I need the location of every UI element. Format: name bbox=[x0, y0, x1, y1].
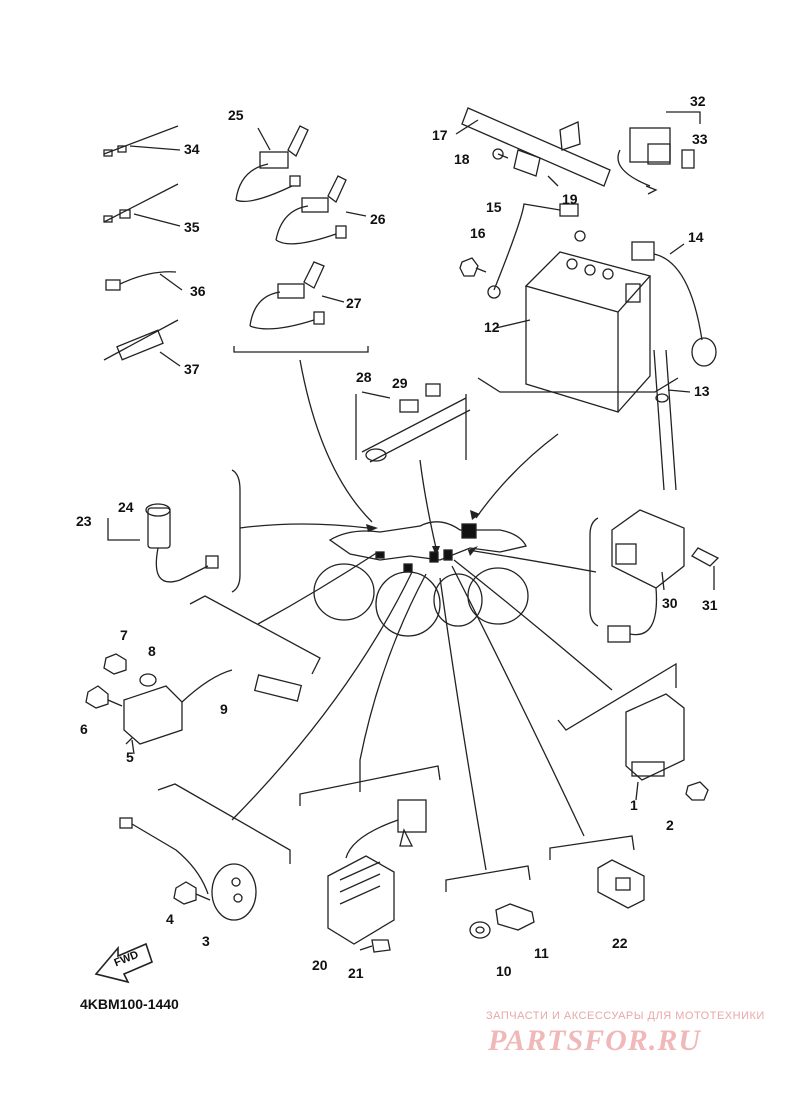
leader-sensor bbox=[439, 577, 487, 871]
callout-28: 28 bbox=[356, 369, 372, 385]
callout-11: 11 bbox=[534, 945, 549, 961]
starter-relay-32 bbox=[617, 111, 701, 195]
callout-33: 33 bbox=[692, 131, 708, 147]
bracket-relay bbox=[589, 517, 599, 627]
battery-cable-15 bbox=[487, 203, 586, 299]
sensor-11 bbox=[495, 903, 535, 931]
callout-21: 21 bbox=[348, 965, 364, 981]
rectifier-20 bbox=[327, 799, 427, 945]
callout-13: 13 bbox=[694, 383, 710, 399]
leader-relay bbox=[467, 549, 597, 573]
cdi-unit-1 bbox=[625, 693, 685, 801]
bracket-rectifier bbox=[299, 765, 441, 806]
battery-12 bbox=[495, 251, 652, 413]
atv-outline bbox=[313, 521, 529, 637]
callout-12: 12 bbox=[484, 319, 500, 335]
callout-31: 31 bbox=[702, 597, 718, 613]
leader-battery bbox=[475, 433, 559, 519]
ignition-coil-5 bbox=[123, 669, 233, 755]
bolt-31 bbox=[691, 547, 720, 590]
callout-25: 25 bbox=[228, 107, 244, 123]
bracket-sensor bbox=[445, 865, 531, 892]
washer-8 bbox=[139, 673, 157, 687]
callout-1: 1 bbox=[630, 797, 638, 813]
callout-35: 35 bbox=[184, 219, 200, 235]
fuse-box-22 bbox=[597, 859, 645, 909]
bracket-17 bbox=[455, 107, 611, 187]
callout-6: 6 bbox=[80, 721, 88, 737]
relay-30 bbox=[607, 509, 685, 643]
callout-18: 18 bbox=[454, 151, 470, 167]
callout-34: 34 bbox=[184, 141, 200, 157]
bracket-fuse bbox=[549, 835, 635, 860]
pickup-coil-3 bbox=[119, 817, 257, 921]
watermark-logo: PARTSFOR.RU bbox=[488, 1024, 701, 1057]
callout-22: 22 bbox=[612, 935, 628, 951]
callout-9: 9 bbox=[220, 701, 228, 717]
callout-16: 16 bbox=[470, 225, 486, 241]
leader-coil bbox=[257, 551, 379, 625]
main-switch-23 bbox=[107, 503, 219, 583]
plug-cap-26 bbox=[275, 175, 367, 245]
cable-tie-34 bbox=[103, 125, 181, 157]
washer-10 bbox=[469, 921, 491, 939]
fwd-arrow-icon bbox=[94, 942, 153, 984]
bracket-pickup bbox=[157, 783, 291, 864]
bracket-coil bbox=[189, 595, 321, 675]
callout-30: 30 bbox=[662, 595, 678, 611]
callout-19: 19 bbox=[562, 191, 578, 207]
leader-pickup bbox=[231, 571, 413, 821]
cable-tie-35 bbox=[103, 183, 181, 227]
leader-harness bbox=[419, 459, 437, 549]
diagram-code: 4KBM100-1440 bbox=[80, 996, 179, 1012]
leader-plugs bbox=[299, 359, 373, 523]
clip-36 bbox=[105, 271, 183, 291]
callout-24: 24 bbox=[118, 499, 134, 515]
callout-3: 3 bbox=[202, 933, 210, 949]
callout-14: 14 bbox=[688, 229, 704, 245]
bracket-main-switch bbox=[231, 469, 241, 593]
callout-7: 7 bbox=[120, 627, 128, 643]
callout-15: 15 bbox=[486, 199, 502, 215]
bracket-plugs bbox=[233, 346, 369, 353]
breather-hose-13 bbox=[653, 349, 691, 491]
callout-29: 29 bbox=[392, 375, 408, 391]
bracket-cdi bbox=[557, 662, 677, 731]
callout-37: 37 bbox=[184, 361, 200, 377]
plug-cap-9 bbox=[253, 674, 303, 702]
plug-cap-27 bbox=[249, 261, 345, 330]
callout-4: 4 bbox=[166, 911, 174, 927]
bolt-2 bbox=[685, 781, 709, 801]
cable-14 bbox=[631, 241, 717, 367]
bolt-4 bbox=[173, 881, 211, 905]
leader-cdi bbox=[453, 559, 613, 691]
wire-harness-28 bbox=[361, 383, 471, 463]
bolt-7 bbox=[103, 653, 127, 675]
bolt-21 bbox=[359, 939, 391, 953]
callout-36: 36 bbox=[190, 283, 206, 299]
band-37 bbox=[103, 319, 181, 367]
callout-32: 32 bbox=[690, 93, 706, 109]
leader-fuse bbox=[451, 565, 585, 837]
bolt-16 bbox=[459, 257, 487, 277]
leader-switch bbox=[239, 523, 369, 529]
watermark-tagline: ЗАПЧАСТИ И АКСЕССУАРЫ ДЛЯ МОТОТЕХНИКИ bbox=[486, 1010, 765, 1022]
callout-26: 26 bbox=[370, 211, 386, 227]
callout-10: 10 bbox=[496, 963, 512, 979]
callout-20: 20 bbox=[312, 957, 328, 973]
callout-5: 5 bbox=[126, 749, 134, 765]
leader-rectifier bbox=[359, 573, 427, 792]
callout-17: 17 bbox=[432, 127, 448, 143]
bolt-6 bbox=[85, 685, 123, 709]
callout-8: 8 bbox=[148, 643, 156, 659]
plug-cap-25 bbox=[235, 125, 309, 203]
callout-27: 27 bbox=[346, 295, 362, 311]
callout-23: 23 bbox=[76, 513, 92, 529]
bracket-harness bbox=[355, 394, 467, 460]
bracket-battery bbox=[477, 377, 679, 393]
callout-2: 2 bbox=[666, 817, 674, 833]
